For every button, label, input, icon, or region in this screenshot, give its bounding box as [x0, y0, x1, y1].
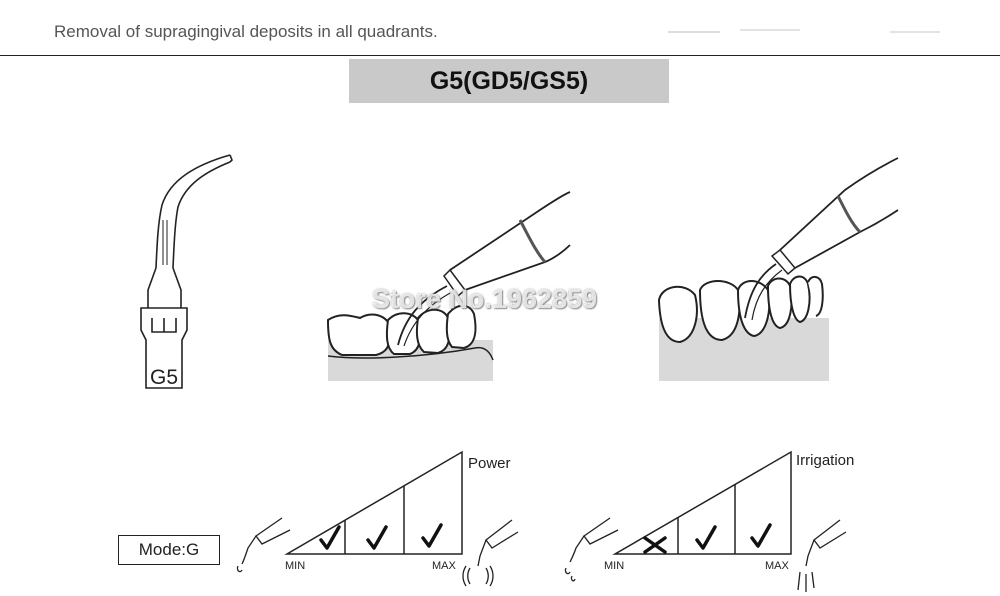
molar-teeth-illustration	[326, 191, 571, 381]
irrigation-level-2-check-mark	[695, 525, 717, 550]
tip-title: G5(GD5/GS5)	[349, 59, 669, 103]
power-level-2-check-mark	[366, 525, 388, 550]
irrigation-handpiece-min	[564, 517, 619, 582]
power-min-label: MIN	[285, 560, 306, 572]
power-level-1-check-mark	[319, 525, 341, 550]
irrigation-scale-graphic	[612, 450, 792, 555]
front-teeth-illustration	[657, 157, 899, 381]
scaler-tip-illustration	[140, 154, 233, 389]
power-level-3-check-mark	[421, 523, 443, 548]
irrigation-title: Irrigation	[796, 452, 855, 469]
header-divider	[0, 55, 1000, 56]
irrigation-min-label: MIN	[604, 560, 625, 572]
power-handpiece-min	[236, 517, 291, 573]
irrigation-max-label: MAX	[765, 560, 789, 572]
power-handpiece-max	[462, 519, 519, 587]
power-max-label: MAX	[432, 560, 456, 572]
irrigation-handpiece-max	[797, 519, 847, 592]
irrigation-level-3-check-mark	[750, 523, 772, 548]
mode-label: Mode:G	[118, 535, 220, 565]
store-watermark: Store No.1962859	[372, 284, 598, 314]
faint-header-marks	[668, 29, 940, 33]
irrigation-level-1-cross-mark	[643, 536, 667, 554]
power-title: Power	[468, 455, 511, 472]
tip-label: G5	[150, 366, 178, 389]
header-description: Removal of supragingival deposits in all…	[54, 22, 438, 41]
power-scale-graphic	[284, 450, 463, 555]
